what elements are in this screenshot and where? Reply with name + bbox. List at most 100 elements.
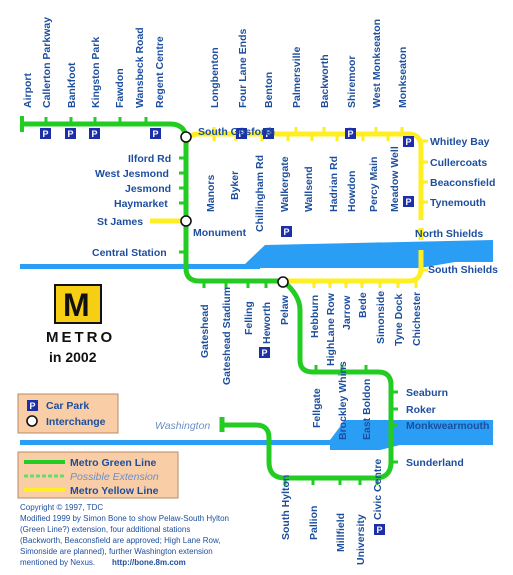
- station-pallion: Pallion: [308, 506, 320, 540]
- station-east-boldon: East Boldon: [361, 379, 373, 440]
- station-shiremoor: Shiremoor: [346, 55, 358, 108]
- station-fawdon: Fawdon: [114, 68, 126, 108]
- car-park-icon: P: [27, 400, 38, 411]
- station-felling: Felling: [243, 301, 255, 335]
- legend-lines: Metro Green Line Possible Extension Metr…: [17, 451, 179, 499]
- note-line-6: mentioned by Nexus.: [20, 558, 95, 567]
- svg-text:P: P: [348, 129, 354, 139]
- logo-year: in 2002: [49, 349, 97, 365]
- labels-riverside: Manors Byker Chillingham Rd Walkergate W…: [205, 146, 401, 232]
- logo-word: METRO: [46, 329, 115, 346]
- station-bankfoot: Bankfoot: [66, 62, 78, 108]
- car-park-icon: P: [259, 347, 270, 358]
- station-south-gosforth-line1: South Gosforth: [198, 126, 275, 138]
- station-simonside: Simonside: [375, 291, 387, 344]
- station-west-jesmond: West Jesmond: [95, 168, 169, 180]
- note-line-4: (Backworth, Beaconsfield are approved; H…: [20, 536, 221, 545]
- svg-text:P: P: [266, 129, 272, 139]
- station-heworth: Heworth: [261, 302, 273, 344]
- car-park-icon: P: [281, 226, 292, 237]
- station-chichester: Chichester: [411, 292, 423, 346]
- labels-north: Longbenton Four Lane Ends Benton Palmers…: [209, 19, 409, 108]
- note-line-1: Copyright © 1997, TDC: [20, 503, 103, 512]
- station-backworth: Backworth: [319, 54, 331, 108]
- legend-car-park: Car Park: [46, 400, 89, 412]
- car-park-icon: P: [150, 128, 161, 139]
- svg-text:P: P: [43, 129, 49, 139]
- station-meadow-well: Meadow Well: [389, 146, 401, 212]
- station-whitley-bay: Whitley Bay: [430, 136, 490, 148]
- station-jarrow: Jarrow: [341, 295, 353, 330]
- station-wansbeck-road: Wansbeck Road: [134, 27, 146, 108]
- car-park-icon: P: [40, 128, 51, 139]
- station-kingston-park: Kingston Park: [90, 37, 102, 108]
- svg-text:P: P: [284, 227, 290, 237]
- station-bede: Bede: [357, 292, 369, 318]
- station-st-james: St James: [97, 216, 143, 228]
- station-airport: Airport: [22, 73, 34, 109]
- interchange-monument: [180, 215, 192, 227]
- station-walkergate: Walkergate: [279, 156, 291, 212]
- svg-text:P: P: [68, 129, 74, 139]
- station-washington: Washington: [155, 420, 210, 432]
- station-west-monkseaton: West Monkseaton: [371, 19, 383, 108]
- station-central-station: Central Station: [92, 247, 167, 259]
- station-brockley-whins: Brockley Whins: [337, 361, 349, 440]
- labels-south: Gateshead Gateshead Stadium Felling Hewo…: [199, 287, 423, 565]
- car-park-icon: P: [89, 128, 100, 139]
- station-university: University: [355, 514, 367, 565]
- station-benton: Benton: [263, 72, 275, 108]
- car-park-icon: P: [374, 524, 385, 535]
- car-park-icon: P: [403, 136, 414, 147]
- station-beaconsfield: Beaconsfield: [430, 177, 495, 189]
- station-haymarket: Haymarket: [114, 198, 168, 210]
- car-park-icon: P: [263, 128, 274, 139]
- station-sunderland: Sunderland: [406, 457, 464, 469]
- river-tyne: [20, 240, 493, 269]
- metro-logo: M METRO in 2002: [46, 284, 115, 365]
- station-palmersville: Palmersville: [291, 47, 303, 108]
- station-gateshead: Gateshead: [199, 304, 211, 358]
- station-monument: Monument: [193, 227, 247, 239]
- interchange-icon: [26, 415, 38, 427]
- station-four-lane-ends: Four Lane Ends: [237, 29, 249, 109]
- note-line-2: Modified 1999 by Simon Bone to show Pela…: [20, 514, 229, 523]
- svg-text:P: P: [406, 197, 412, 207]
- car-park-icon: P: [236, 128, 247, 139]
- legend-green-line: Metro Green Line: [70, 457, 157, 469]
- station-jesmond: Jesmond: [125, 183, 171, 195]
- labels-horizontal: South Gosforth Ilford Rd West Jesmond Je…: [92, 126, 498, 469]
- station-seaburn: Seaburn: [406, 387, 448, 399]
- copyright-notes: Copyright © 1997, TDC Modified 1999 by S…: [20, 503, 229, 567]
- green-ticks: [44, 117, 398, 485]
- river-wear: [20, 420, 493, 450]
- station-byker: Byker: [229, 171, 241, 200]
- station-monkseaton: Monkseaton: [397, 47, 409, 108]
- interchange-south-gosforth: [180, 131, 192, 143]
- legend-possible-extension: Possible Extension: [70, 471, 159, 483]
- station-south-shields: South Shields: [428, 264, 498, 276]
- station-cullercoats: Cullercoats: [430, 157, 487, 169]
- station-gateshead-stadium: Gateshead Stadium: [221, 287, 233, 385]
- station-callerton-parkway: Callerton Parkway: [41, 17, 53, 108]
- car-park-icon: P: [403, 196, 414, 207]
- station-tynemouth: Tynemouth: [430, 197, 486, 209]
- car-parks: P P P P P P P P P P P P: [40, 128, 414, 535]
- station-ilford-rd: Ilford Rd: [128, 153, 171, 165]
- station-hadrian-rd: Hadrian Rd: [328, 156, 340, 212]
- station-north-shields: North Shields: [415, 228, 483, 240]
- interchange-pelaw: [277, 276, 289, 288]
- station-pelaw: Pelaw: [279, 294, 291, 325]
- svg-text:P: P: [239, 129, 245, 139]
- legend-symbols: P Car Park Interchange: [17, 393, 119, 434]
- station-percy-main: Percy Main: [368, 157, 380, 212]
- note-line-3: (Green Line?) extension, four additional…: [20, 525, 190, 534]
- station-roker: Roker: [406, 404, 436, 416]
- station-fellgate: Fellgate: [311, 388, 323, 428]
- note-url[interactable]: http://bone.8m.com: [112, 558, 186, 567]
- station-civic-centre: Civic Centre: [372, 459, 384, 520]
- station-howdon: Howdon: [346, 171, 358, 212]
- svg-text:P: P: [153, 129, 159, 139]
- station-wallsend: Wallsend: [303, 166, 315, 212]
